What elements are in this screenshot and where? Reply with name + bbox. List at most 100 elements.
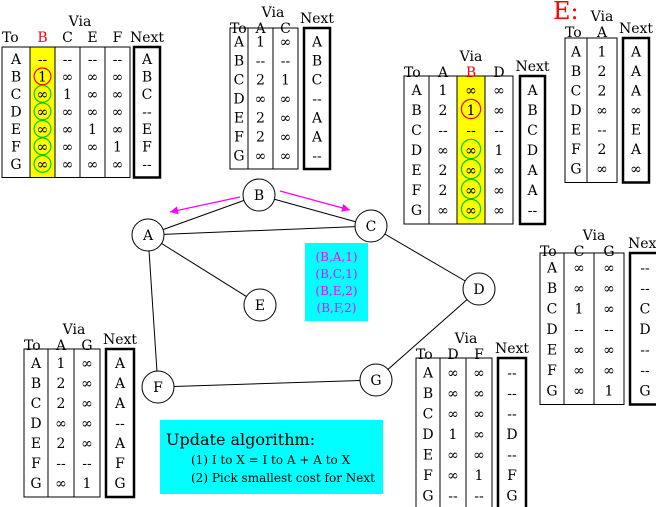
message-line: (B,F,2) — [317, 301, 357, 315]
row-label: G — [546, 383, 557, 399]
row-label: G — [422, 488, 433, 504]
table-frame — [564, 37, 618, 183]
next-hop-cell: A — [630, 45, 642, 61]
next-label: Next — [619, 21, 653, 37]
next-hop-cell: -- — [142, 105, 152, 121]
table-cell: ∞ — [596, 103, 608, 119]
table-cell: ∞ — [81, 376, 93, 392]
selected-entry-circle — [460, 178, 482, 200]
table-title: E: — [553, 0, 579, 25]
next-hop-cell: A — [630, 142, 642, 158]
next-hop-cell: -- — [507, 365, 517, 381]
table-cell: ∞ — [87, 140, 99, 156]
table-cell: ∞ — [493, 103, 505, 119]
row-label: E — [571, 123, 581, 139]
table-cell: ∞ — [473, 365, 485, 381]
table-cell: -- — [281, 53, 291, 69]
table-cell: ∞ — [37, 140, 49, 156]
next-column-frame — [496, 356, 528, 507]
next-hop-cell: A — [311, 110, 323, 126]
table-cell: -- — [466, 123, 476, 139]
next-hop-cell: F — [507, 468, 517, 484]
row-label: E — [31, 436, 41, 452]
node-circle — [462, 272, 496, 306]
node-label: B — [254, 188, 264, 204]
column-header: A — [55, 338, 67, 354]
table-cell: ∞ — [112, 157, 124, 173]
table-cell: -- — [574, 322, 584, 338]
column-header: F — [113, 30, 123, 46]
table-cell: -- — [56, 456, 66, 472]
next-hop-cell: B — [312, 53, 322, 69]
table-cell: ∞ — [112, 70, 124, 86]
via-label: Via — [454, 331, 478, 347]
next-hop-cell: A — [114, 376, 126, 392]
table-cell: ∞ — [87, 87, 99, 103]
selected-entry-circle — [33, 154, 52, 173]
table-cell: ∞ — [493, 203, 505, 219]
table-cell: 2 — [598, 142, 607, 158]
table-cell: 1 — [575, 301, 584, 317]
node-label: A — [142, 228, 154, 244]
table-cell: ∞ — [81, 436, 93, 452]
algorithm-step-2: (2) Pick smallest cost for Next — [191, 471, 375, 485]
row-label: B — [423, 386, 433, 402]
table-cell: ∞ — [62, 105, 74, 121]
table-cell: ∞ — [493, 163, 505, 179]
column-header: G — [603, 244, 614, 260]
via-label: Via — [459, 49, 483, 65]
next-hop-cell: -- — [142, 157, 152, 173]
table-cell: 1 — [281, 72, 290, 88]
advertise-arrow-to-a — [169, 196, 241, 215]
node-c: C — [354, 209, 388, 243]
row-label: A — [233, 34, 245, 50]
next-hop-cell: -- — [640, 281, 650, 297]
next-hop-cell: A — [311, 34, 323, 50]
column-header: C — [574, 244, 585, 260]
table-cell: ∞ — [473, 406, 485, 422]
table-cell: ∞ — [437, 143, 449, 159]
table-cell: ∞ — [81, 416, 93, 432]
table-cell: ∞ — [473, 427, 485, 443]
table-cell: 2 — [439, 103, 448, 119]
node-f: F — [141, 370, 175, 404]
to-label: To — [230, 21, 247, 37]
to-label: To — [2, 30, 19, 46]
link-f-g — [157, 379, 377, 388]
table-cell: 2 — [598, 64, 607, 80]
next-hop-cell: E — [631, 123, 641, 139]
table-cell: 2 — [256, 129, 265, 145]
column-header: A — [596, 25, 608, 41]
link-a-f — [147, 234, 159, 388]
via-label: Via — [582, 228, 606, 244]
table-cell: ∞ — [573, 281, 585, 297]
node-circle — [243, 288, 277, 322]
column-header: A — [437, 65, 449, 81]
selected-entry-circle — [33, 67, 52, 86]
table-cell: ∞ — [573, 383, 585, 399]
link-a-c — [147, 225, 372, 236]
row-label: E — [234, 110, 244, 126]
node-b: B — [242, 178, 276, 212]
next-hop-cell: F — [142, 140, 152, 156]
row-label: G — [233, 148, 244, 164]
table-cell: ∞ — [62, 157, 74, 173]
via-label: Via — [62, 322, 86, 338]
table-cell: ∞ — [465, 203, 477, 219]
table-cell: 1 — [256, 34, 265, 50]
table-cell: 1 — [83, 476, 92, 492]
next-column-frame — [132, 45, 162, 179]
next-hop-cell: E — [142, 122, 152, 138]
link-b-a — [147, 194, 260, 236]
node-g: G — [359, 363, 393, 397]
algorithm-box: Update algorithm: (1) I to X = I to A + … — [160, 420, 383, 494]
table-cell: ∞ — [280, 110, 292, 126]
table-cell: ∞ — [473, 386, 485, 402]
table-cell: 2 — [256, 72, 265, 88]
table-cell: 1 — [38, 70, 47, 86]
table-cell: ∞ — [112, 105, 124, 121]
selected-entry-circle — [460, 158, 482, 180]
row-label: A — [546, 260, 558, 276]
